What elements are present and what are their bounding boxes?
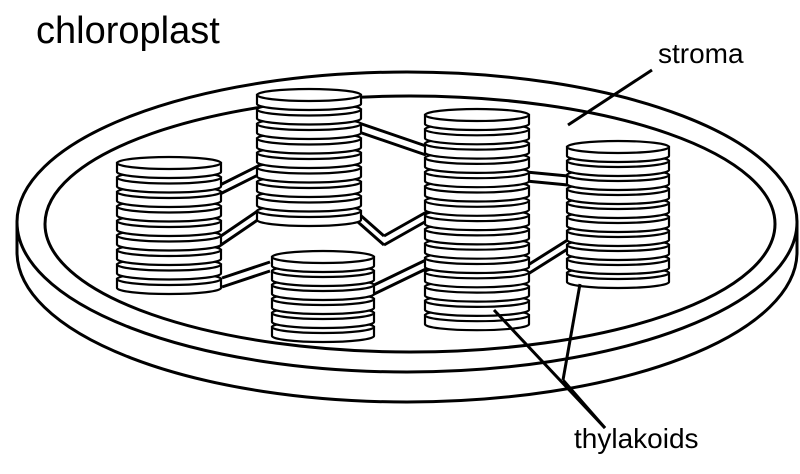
stroma-label: stroma xyxy=(658,38,744,69)
thylakoid-disc xyxy=(423,236,531,260)
granum-left xyxy=(115,155,223,296)
granum-center-right xyxy=(423,107,531,332)
lamella-line xyxy=(217,215,263,249)
thylakoids-leader xyxy=(561,379,607,429)
lamella-line xyxy=(355,129,427,157)
lamella-line xyxy=(371,265,431,297)
lamella-line xyxy=(217,171,263,197)
lamella-line xyxy=(217,162,263,188)
lamella-line xyxy=(383,208,431,238)
leader-lines xyxy=(492,68,653,430)
lamella-line xyxy=(355,120,427,148)
thylakoid-disc xyxy=(115,155,223,180)
thylakoid-disc xyxy=(255,87,363,112)
granum-upper-middle xyxy=(255,87,363,228)
thylakoid-disc xyxy=(423,250,531,275)
lamella-line xyxy=(221,260,271,280)
thylakoids-leader xyxy=(561,283,582,381)
granum-lower-middle xyxy=(270,249,376,344)
granum-far-right xyxy=(565,139,671,290)
stroma-leader xyxy=(567,68,653,127)
lamella-line xyxy=(383,217,431,247)
grana-stacks xyxy=(115,87,671,344)
thylakoid-disc xyxy=(423,107,531,132)
thylakoid-disc xyxy=(270,249,376,274)
lamella-line xyxy=(525,170,569,178)
lamella-line xyxy=(525,179,569,187)
diagram-title: chloroplast xyxy=(36,10,220,52)
lamella-line xyxy=(221,269,271,289)
thylakoids-label: thylakoids xyxy=(574,423,699,454)
lamella-line xyxy=(371,256,431,288)
thylakoid-disc xyxy=(565,139,671,164)
lamella-line xyxy=(217,206,263,240)
